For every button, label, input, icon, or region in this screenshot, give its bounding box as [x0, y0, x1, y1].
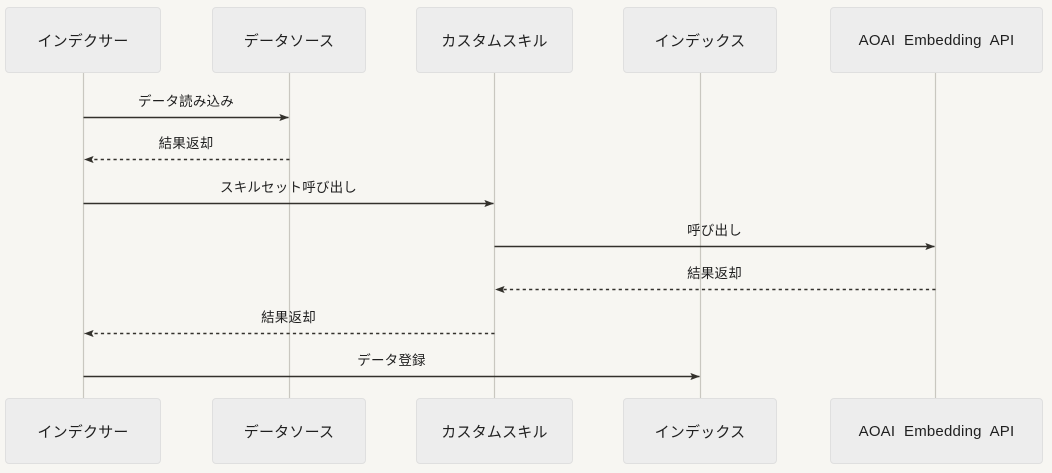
message-label-4: 呼び出し — [687, 223, 742, 238]
message-arrows-group — [83, 113, 936, 381]
participant-label-aoai: AOAI Embedding API — [858, 422, 1015, 440]
participant-label-index: インデックス — [654, 423, 746, 441]
message-label-1: データ読み込み — [138, 94, 234, 109]
participant-box-indexer-bottom[interactable]: インデクサー — [5, 398, 161, 464]
participant-box-customskill-top[interactable]: カスタムスキル — [416, 7, 573, 73]
participant-box-index-top[interactable]: インデックス — [623, 7, 777, 73]
message-label-5: 結果返却 — [687, 266, 742, 281]
participant-box-aoai-bottom[interactable]: AOAI Embedding API — [830, 398, 1043, 464]
participant-box-datasource-bottom[interactable]: データソース — [212, 398, 366, 464]
participant-label-aoai: AOAI Embedding API — [858, 31, 1015, 49]
participant-box-index-bottom[interactable]: インデックス — [623, 398, 777, 464]
participant-box-aoai-top[interactable]: AOAI Embedding API — [830, 7, 1043, 73]
message-label-2: 結果返却 — [158, 136, 214, 151]
message-label-3: スキルセット呼び出し — [220, 180, 357, 195]
participant-box-customskill-bottom[interactable]: カスタムスキル — [416, 398, 573, 464]
participant-box-indexer-top[interactable]: インデクサー — [5, 7, 161, 73]
participant-label-customskill: カスタムスキル — [441, 423, 548, 441]
participant-label-customskill: カスタムスキル — [441, 32, 548, 50]
message-label-7: データ登録 — [357, 353, 426, 368]
participant-label-datasource: データソース — [243, 423, 335, 441]
message-label-6: 結果返却 — [261, 310, 316, 325]
participant-label-indexer: インデクサー — [37, 423, 129, 441]
participant-box-datasource-top[interactable]: データソース — [212, 7, 366, 73]
participant-label-index: インデックス — [654, 32, 746, 50]
participant-label-datasource: データソース — [243, 32, 335, 50]
lifelines-group — [82, 73, 937, 398]
participant-label-indexer: インデクサー — [37, 32, 129, 50]
